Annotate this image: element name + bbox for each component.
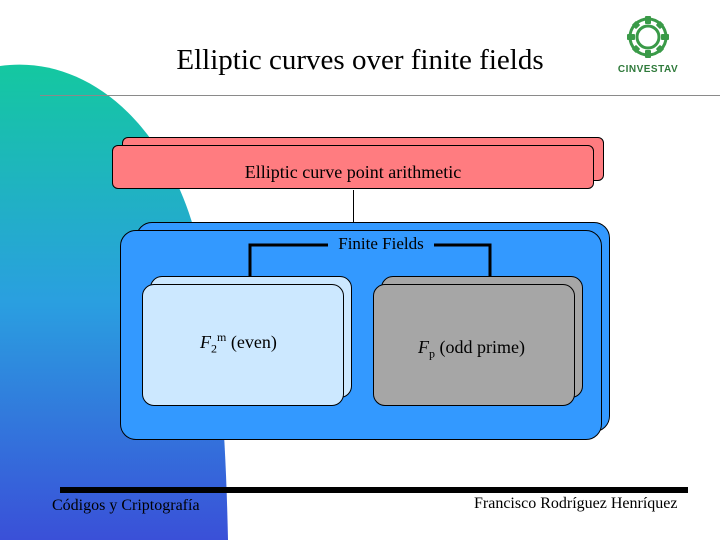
footer-course: Códigos y Criptografía (52, 497, 200, 514)
odd-field-symbol: F (418, 337, 429, 357)
slide-title: Elliptic curves over finite fields (176, 44, 544, 76)
odd-field-suffix: (odd prime) (435, 337, 525, 357)
odd-field-box (373, 284, 575, 406)
logo-text: CINVESTAV (617, 64, 679, 75)
odd-field-subscript: p (429, 346, 435, 361)
cinvestav-logo: CINVESTAV (606, 14, 690, 78)
even-field-suffix: (even) (226, 332, 277, 352)
odd-field-label: Fp (odd prime) (418, 337, 525, 362)
even-field-symbol: F (200, 332, 211, 352)
arithmetic-box (112, 145, 594, 189)
finite-fields-label: Finite Fields (338, 234, 424, 253)
title-divider (40, 95, 720, 96)
even-field-subscript: 2 (211, 341, 217, 356)
even-field-box (142, 284, 344, 406)
cinvestav-logo-icon (627, 16, 669, 58)
connector-line (353, 190, 354, 224)
even-field-label: F2m (even) (200, 330, 277, 357)
footer-author: Francisco Rodríguez Henríquez (474, 495, 678, 512)
arithmetic-box-label: Elliptic curve point arithmetic (244, 162, 462, 182)
footer-divider (60, 487, 688, 493)
even-field-superscript: m (217, 330, 227, 344)
